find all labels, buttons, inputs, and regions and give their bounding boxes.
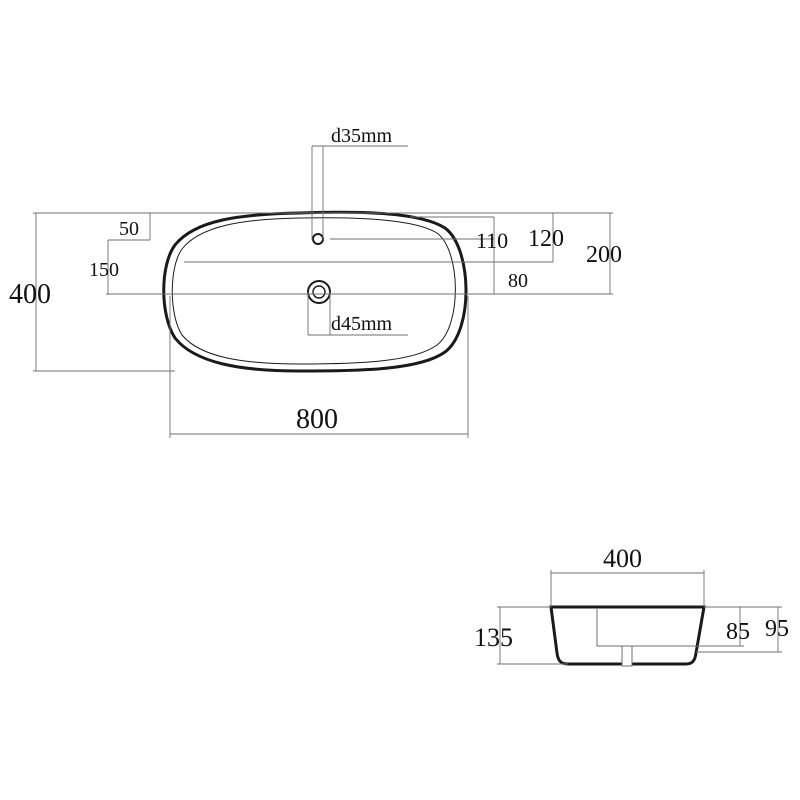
side-view-dimension-lines — [497, 570, 782, 665]
waste-spigot — [621, 645, 633, 667]
dim-150-label: 150 — [89, 259, 119, 281]
top-view-dimension-lines — [33, 145, 613, 438]
waste-outlet-inner — [312, 285, 326, 299]
dim-110-label: 110 — [476, 228, 508, 253]
length-800-label: 800 — [296, 404, 338, 435]
waste-hole-label: d45mm — [331, 313, 393, 335]
tap-hole — [312, 233, 324, 245]
tap-hole-label: d35mm — [331, 125, 393, 147]
basin-bowl-line — [596, 609, 697, 647]
dim-120-label: 120 — [528, 226, 564, 252]
side-view: 400 135 85 95 — [474, 544, 789, 667]
side-height-135-label: 135 — [474, 623, 513, 652]
basin-inner-bowl — [171, 217, 456, 365]
dim-80-label: 80 — [508, 270, 528, 292]
dim-200-label: 200 — [586, 242, 622, 268]
depth-400-label: 400 — [9, 279, 51, 310]
dim-50-label: 50 — [119, 218, 139, 240]
dim-95-label: 95 — [765, 616, 789, 642]
top-view: d35mm d45mm 50 150 110 120 200 80 400 80… — [9, 125, 622, 438]
waste-outlet-outer — [307, 280, 331, 304]
dim-85-label: 85 — [726, 619, 750, 645]
basin-side-profile — [549, 605, 706, 666]
side-width-400-label: 400 — [603, 544, 642, 573]
basin-outer-rim — [162, 210, 468, 373]
